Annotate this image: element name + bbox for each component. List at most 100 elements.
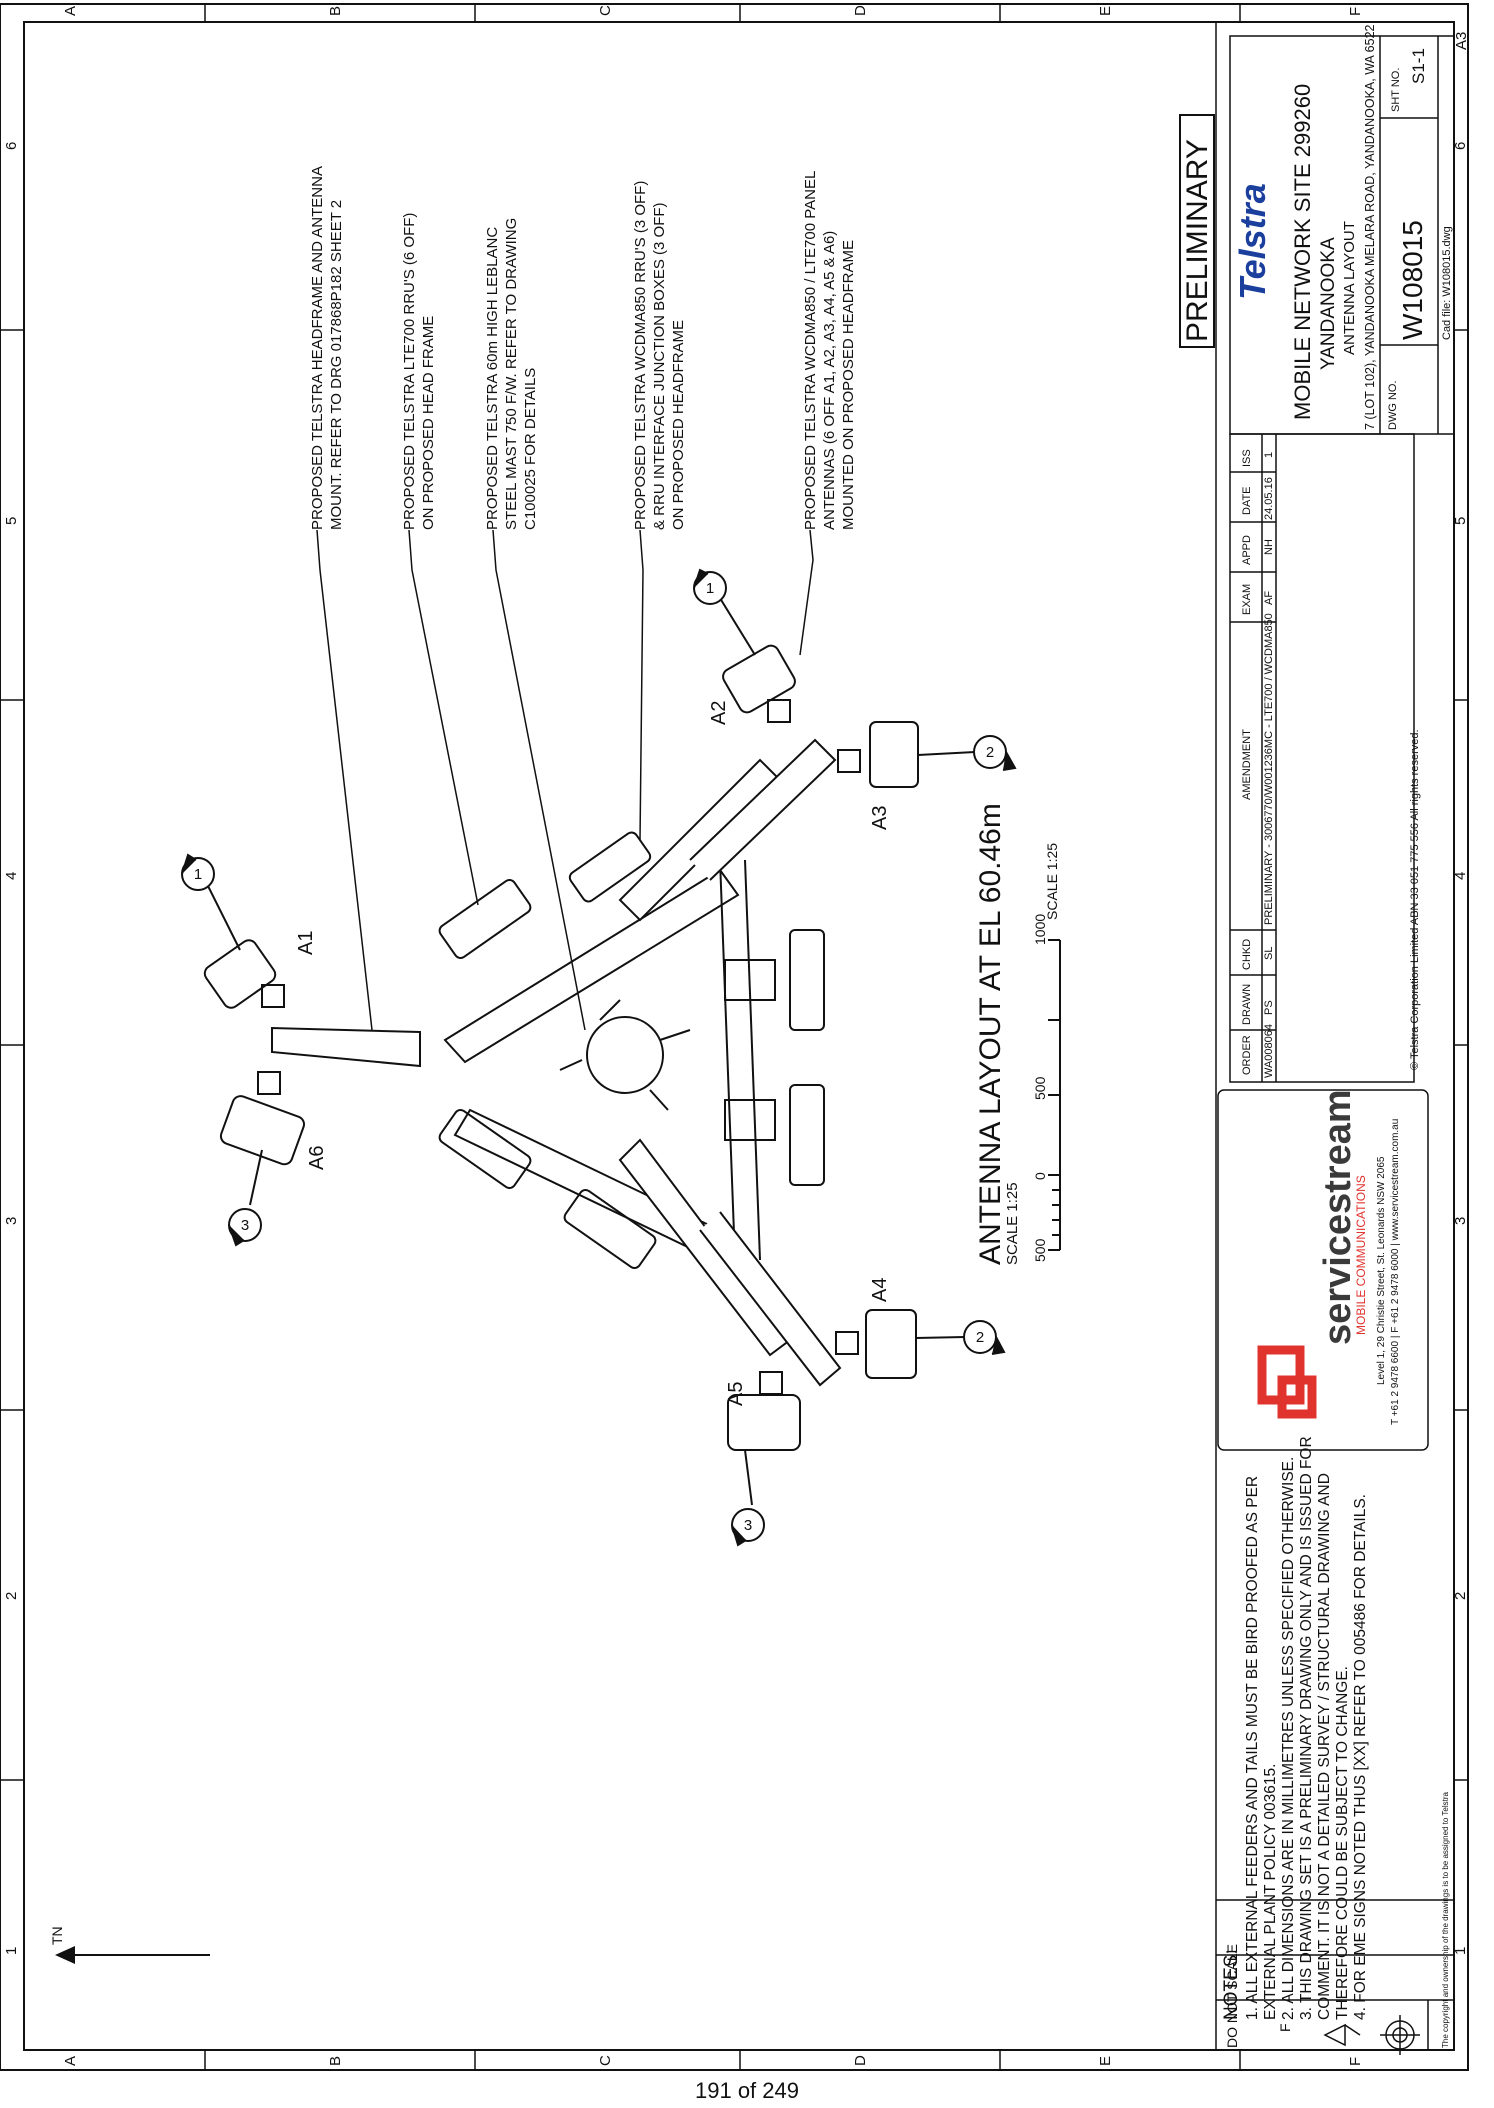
notes-heading: NOTES:	[1221, 1949, 1242, 2020]
antenna-labels: A1 A2 A3 A4 A5 A6	[295, 701, 891, 1406]
do-not-scale: DO NOT SCALE	[1224, 1944, 1240, 2048]
antenna-a3-panel	[837, 721, 919, 788]
main-drawing-title: ANTENNA LAYOUT AT EL 60.46m	[974, 803, 1007, 1265]
callout-leaders	[316, 529, 814, 1031]
svg-text:YANDANOOKA: YANDANOOKA	[1318, 237, 1339, 370]
border-zone-number: 5	[3, 517, 20, 525]
revision-row: WA008064 PS SL PRELIMINARY - 3006770/W00…	[1263, 452, 1275, 1078]
outer-border	[0, 3, 1469, 2071]
svg-text:NH: NH	[1263, 539, 1275, 555]
svg-text:ANTENNA LAYOUT: ANTENNA LAYOUT	[1341, 221, 1358, 355]
border-zone-letter: E	[1097, 2056, 1114, 2066]
rru-units	[438, 831, 825, 1270]
border-zone-number: 1	[3, 1947, 20, 1955]
svg-text:DATE: DATE	[1241, 486, 1253, 515]
callout-lte700-rru: PROPOSED TELSTRA LTE700 RRU'S (6 OFF)ON …	[401, 213, 437, 530]
revision-headers: ORDER DRAWN CHKD AMENDMENT EXAM APPD DAT…	[1241, 449, 1253, 1075]
border-zone-number: 3	[3, 1217, 20, 1225]
border-zone-letter: E	[1097, 6, 1114, 16]
copyright-line: © Telstra Corporation Limited ABN 33 051…	[1409, 729, 1421, 1070]
antenna-label-a6: A6	[306, 1146, 328, 1170]
do-not-scale-letter: F	[1277, 2023, 1293, 2032]
north-arrow: TN	[49, 1926, 210, 1964]
svg-text:24.05.16: 24.05.16	[1263, 477, 1275, 520]
antenna-layout-plan	[203, 644, 919, 1451]
sector-tag-a6: 3	[241, 1217, 249, 1234]
border-zone-letter: B	[327, 2056, 344, 2066]
border-zone-letter: F	[1347, 2057, 1364, 2066]
notes-block: NOTES: 1. ALL EXTERNAL FEEDERS AND TAILS…	[1221, 1432, 1369, 2020]
headframe-arms	[271, 738, 842, 1387]
servicestream-address: Level 1, 29 Christie Street, St. Leonard…	[1376, 1156, 1387, 1385]
svg-text:CHKD: CHKD	[1241, 939, 1253, 970]
svg-text:AMENDMENT: AMENDMENT	[1241, 729, 1253, 800]
border-zone-letter: B	[327, 6, 344, 16]
servicestream-name: servicestream	[1317, 1089, 1359, 1345]
servicestream-contact: T +61 2 9478 6600 | F +61 2 9478 6000 | …	[1390, 1119, 1401, 1425]
border-zone-number: 3	[1452, 1217, 1469, 1225]
border-zone-number: 5	[1452, 517, 1469, 525]
scalebar-label-500: 500	[1032, 1076, 1048, 1100]
callout-panel-antennas: PROPOSED TELSTRA WCDMA850 / LTE700 PANEL…	[802, 171, 857, 530]
preliminary-stamp: PRELIMINARY	[1181, 139, 1214, 342]
main-drawing-scale: SCALE 1:25	[1004, 1182, 1021, 1265]
sht-no-label: SHT NO.	[1390, 68, 1402, 112]
svg-text:WA008064: WA008064	[1263, 1024, 1275, 1078]
dwg-no-label: DWG NO.	[1387, 381, 1399, 431]
border-zone-letter: A	[62, 2056, 79, 2066]
ownership-note: The copyright and ownership of the drawi…	[1441, 1791, 1450, 2048]
servicestream-logo: servicestream MOBILE COMMUNICATIONS Leve…	[1257, 1089, 1401, 1425]
notes-lines: 1. ALL EXTERNAL FEEDERS AND TAILS MUST B…	[1244, 1432, 1369, 2020]
svg-text:ISS: ISS	[1241, 449, 1253, 467]
sector-tags: 1 3 1 2 2 3	[181, 568, 1017, 1547]
scale-bar	[1048, 939, 1061, 1251]
antenna-a4-panel	[835, 1309, 917, 1379]
border-zone-number: 4	[3, 872, 20, 880]
svg-text:7 (LOT 102), YANDANOOKA MELARA: 7 (LOT 102), YANDANOOKA MELARA ROAD, YAN…	[1363, 24, 1377, 430]
scalebar-label-500-neg: 500	[1032, 1238, 1048, 1262]
dwg-no: W108015	[1397, 220, 1428, 340]
border-zone-letter: D	[852, 2055, 869, 2066]
border-zone-number: 2	[1452, 1592, 1469, 1600]
scalebar-label-1000: 1000	[1032, 914, 1048, 945]
mast-circle	[586, 1016, 664, 1094]
border-zone-letter: A	[62, 6, 79, 16]
border-zone-letter: F	[1347, 7, 1364, 16]
sector-tag-a1: 1	[194, 866, 202, 883]
antenna-label-a4: A4	[869, 1278, 891, 1302]
svg-text:ORDER: ORDER	[1241, 1035, 1253, 1075]
svg-text:SL: SL	[1263, 947, 1275, 960]
svg-text:MOBILE NETWORK SITE 299260: MOBILE NETWORK SITE 299260	[1290, 84, 1315, 420]
border-zone-number: 2	[3, 1592, 20, 1600]
border-zone-number: 6	[3, 142, 20, 150]
svg-text:PRELIMINARY - 3006770/W001236M: PRELIMINARY - 3006770/W001236MC - LTE700…	[1263, 613, 1275, 925]
sht-no: S1-1	[1409, 48, 1428, 84]
svg-text:1: 1	[1263, 452, 1275, 458]
antenna-label-a2: A2	[708, 701, 730, 725]
callout-wcdma850-rru: PROPOSED TELSTRA WCDMA850 RRU'S (3 OFF)&…	[632, 181, 687, 530]
border-zone-number: 6	[1452, 142, 1469, 150]
scalebar-caption: SCALE 1:25	[1044, 843, 1060, 920]
svg-text:DRAWN: DRAWN	[1241, 984, 1253, 1025]
sector-tag-a5: 3	[744, 1517, 752, 1534]
projection-symbol	[1323, 2015, 1420, 2055]
border-zone-number: 4	[1452, 872, 1469, 880]
sector-tag-a3: 2	[986, 744, 994, 761]
svg-text:APPD: APPD	[1241, 535, 1253, 565]
project-title: MOBILE NETWORK SITE 299260 YANDANOOKA AN…	[1290, 24, 1377, 430]
svg-text:AF: AF	[1263, 591, 1275, 605]
sector-tag-a4: 2	[976, 1329, 984, 1346]
telstra-logo: Telstra	[1232, 183, 1273, 300]
border-zone-ticks	[0, 4, 1468, 2070]
border-zone-letter: C	[597, 5, 614, 16]
antenna-label-a3: A3	[869, 806, 891, 830]
north-label: TN	[49, 1926, 65, 1945]
antenna-a6-panel	[219, 1071, 306, 1166]
inner-border	[23, 21, 1455, 2051]
antenna-a1-panel	[203, 939, 285, 1009]
border-zone-number: 1	[1452, 1947, 1469, 1955]
svg-text:EXAM: EXAM	[1241, 584, 1253, 615]
